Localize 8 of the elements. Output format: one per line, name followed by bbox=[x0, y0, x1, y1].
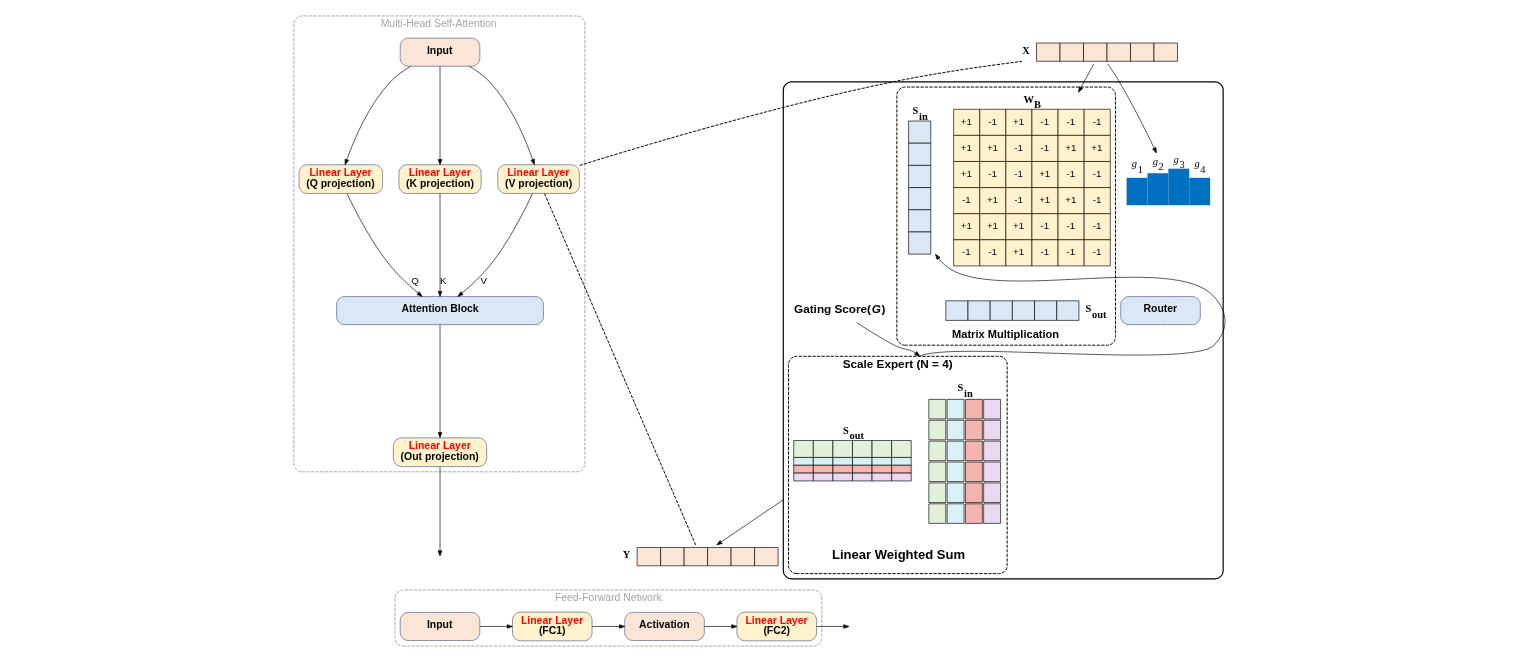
edge-label: V bbox=[480, 274, 487, 286]
node-label: Y bbox=[622, 549, 631, 561]
edge-label: Q bbox=[411, 274, 419, 286]
node-text: Gating Score(G) bbox=[794, 301, 886, 315]
node-label: X bbox=[1022, 44, 1030, 56]
node-label: g bbox=[1131, 158, 1138, 170]
edge-label: K bbox=[440, 274, 447, 286]
node-label: g bbox=[1194, 158, 1200, 170]
